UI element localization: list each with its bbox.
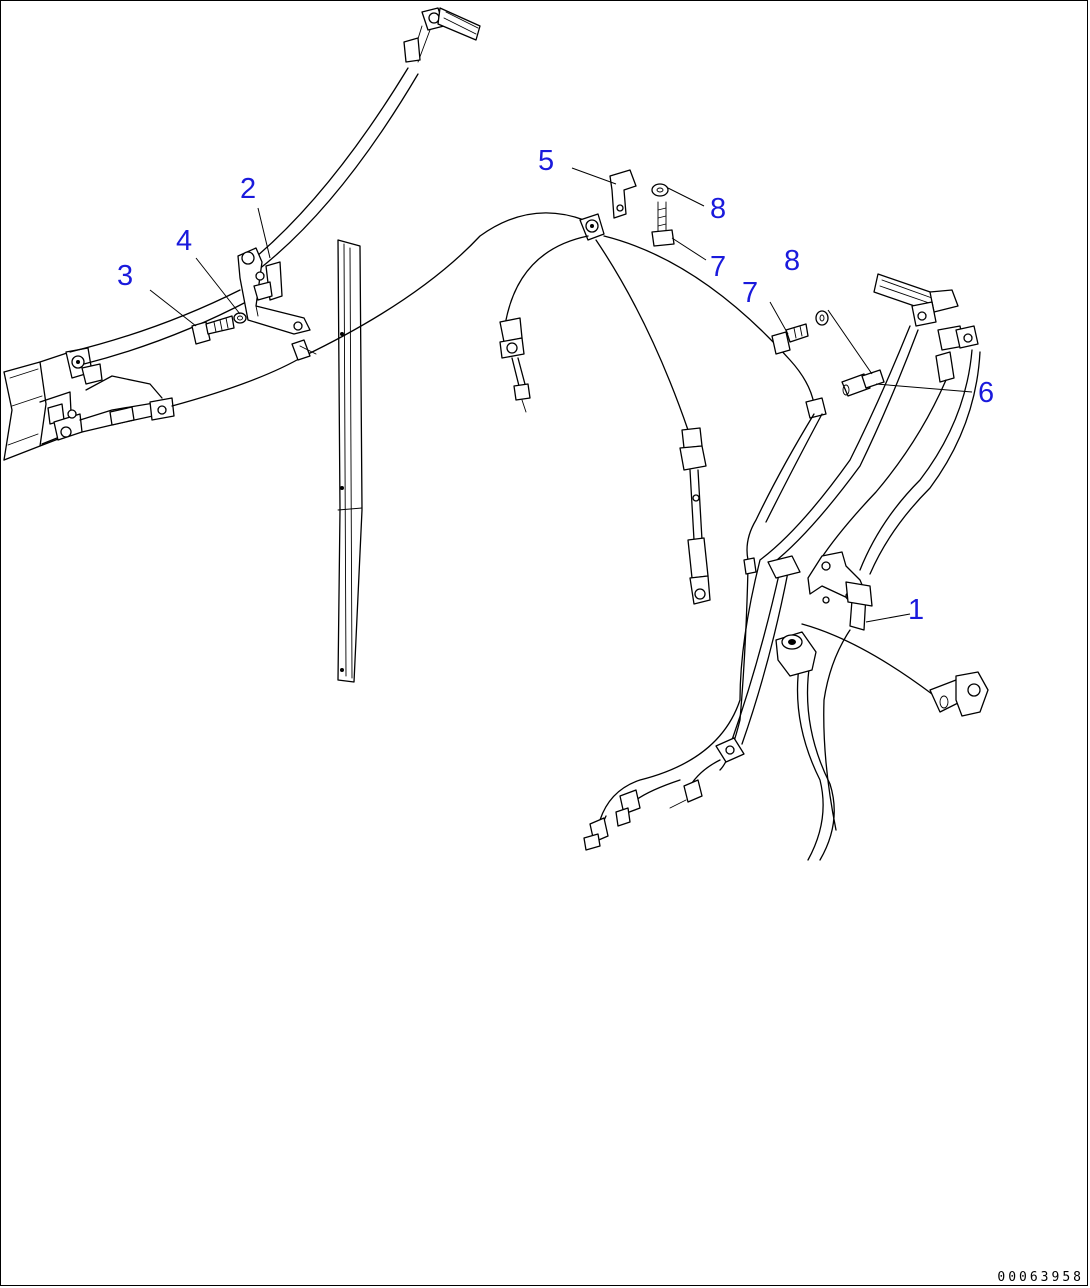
part-7-bolt-upper [651, 201, 675, 247]
branch-cable-right [603, 235, 827, 419]
callouts: 1 2 3 4 5 6 7 7 8 8 [117, 145, 994, 626]
cable-bundle [583, 325, 981, 861]
part-8-washer-right [815, 310, 829, 326]
callout-1: 1 [908, 594, 924, 626]
drawing-number: 00063958 [997, 1270, 1084, 1285]
callout-3: 3 [117, 260, 133, 292]
part-8-washer-upper [651, 183, 669, 197]
vertical-bracket [337, 239, 363, 683]
callout-7a: 7 [710, 251, 726, 283]
part-5-clip [579, 169, 637, 241]
branch-cable-left [499, 235, 589, 413]
upper-cable [69, 7, 481, 365]
hose-elbow [801, 623, 989, 717]
callout-8b: 8 [784, 245, 800, 277]
part-7-bolt-right [771, 323, 809, 355]
callout-2: 2 [240, 173, 256, 205]
pedal-cluster [873, 273, 979, 383]
callout-4: 4 [176, 225, 192, 257]
lever-housing [3, 347, 175, 461]
main-control-cable [171, 212, 585, 407]
callout-6: 6 [978, 377, 994, 409]
part-3-bolt [191, 315, 235, 345]
callout-8a: 8 [710, 193, 726, 225]
part-4-washer [233, 312, 247, 324]
callout-7b: 7 [742, 277, 758, 309]
leader-lines [149, 167, 973, 623]
hose-clamp [775, 631, 817, 677]
part-2-bracket [237, 247, 311, 335]
part-6-spacer [841, 369, 885, 397]
part-1-bracket [743, 551, 873, 631]
branch-cable-middle [595, 239, 711, 605]
callout-5: 5 [538, 145, 554, 177]
